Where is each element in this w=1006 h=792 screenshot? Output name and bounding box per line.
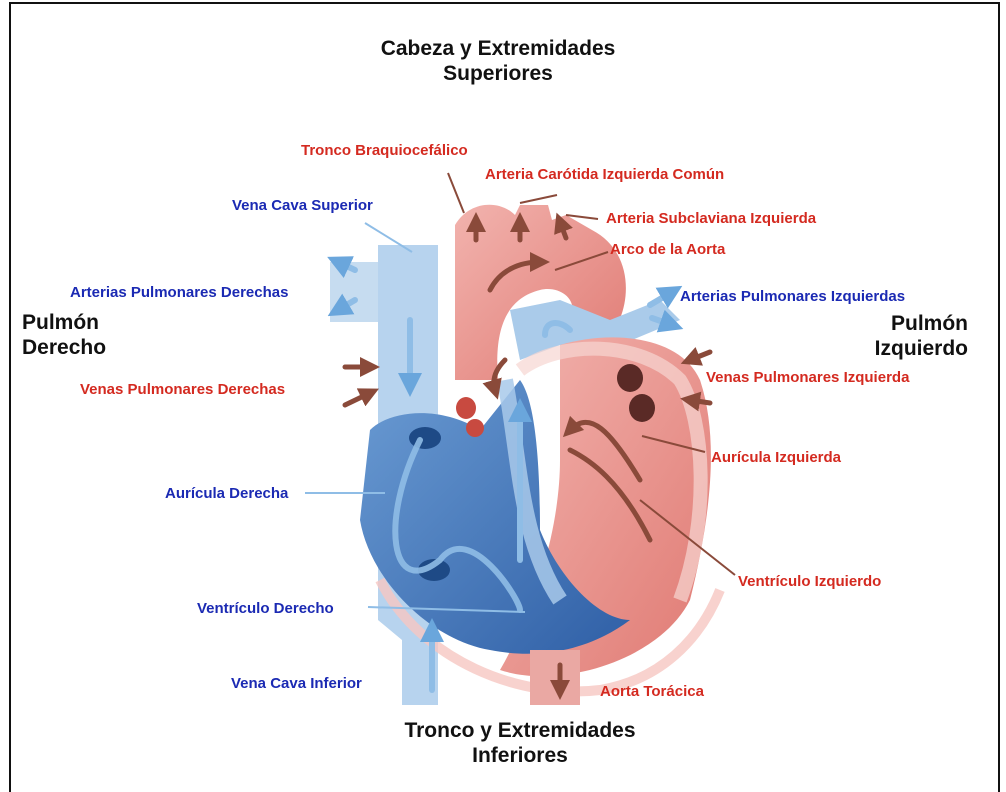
valve-small-red-1 [456,397,476,419]
label-vena-cava-superior: Vena Cava Superior [232,198,373,215]
label-tronco-braquiocefalico: Tronco Braquiocefálico [301,143,468,160]
valve-right-atrium [409,427,441,449]
label-auricula-izquierda: Aurícula Izquierda [711,450,841,467]
label-ventriculo-derecho: Ventrículo Derecho [197,601,334,618]
valve-left-bottom [629,394,655,422]
label-arteria-subclaviana: Arteria Subclaviana Izquierda [606,211,816,228]
label-ventriculo-izquierdo: Ventrículo Izquierdo [738,574,881,591]
label-vena-cava-inferior: Vena Cava Inferior [231,676,362,693]
valve-small-red-2 [466,419,484,437]
label-venas-pulmonares-izquierda: Venas Pulmonares Izquierda [706,370,909,387]
label-venas-pulmonares-derechas: Venas Pulmonares Derechas [80,382,285,399]
label-arteria-carotida: Arteria Carótida Izquierda Común [485,167,724,184]
label-arterias-pulmonares-derechas: Arterias Pulmonares Derechas [70,285,288,302]
label-auricula-derecha: Aurícula Derecha [165,486,288,503]
label-arco-aorta: Arco de la Aorta [610,242,725,259]
label-arterias-pulmonares-izquierdas: Arterias Pulmonares Izquierdas [680,289,905,306]
valve-left-top [617,364,643,392]
aorta-toracica-vessel [530,650,580,705]
label-aorta-toracica: Aorta Torácica [600,684,704,701]
